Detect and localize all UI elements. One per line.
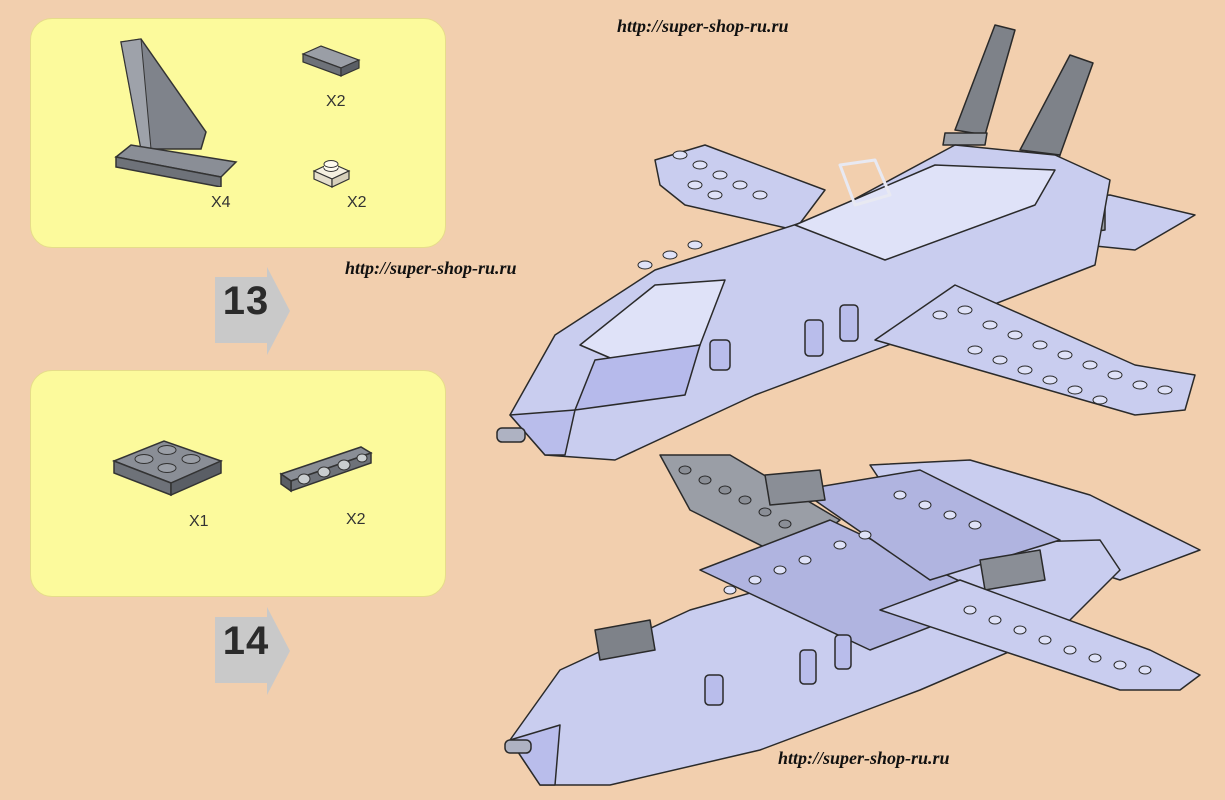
watermark-url: http://super-shop-ru.ru [778,748,950,768]
tail-fin-brick-icon [111,37,241,192]
jet-model-underside-illustration [504,454,1201,786]
parts-panel-bottom: X1 X2 [30,370,446,597]
jet-model-top-view [495,15,1205,480]
step-14-marker: 14 [205,605,295,700]
jet-model-underside-view [500,450,1210,800]
part-quantity: X2 [347,194,367,211]
part-quantity: X1 [189,513,209,530]
plate-2x2-icon [109,433,229,508]
parts-panel-top: X4 X2 X2 [30,18,446,248]
step-number: 14 [222,619,270,663]
step-number: 13 [222,279,270,323]
watermark-url: http://super-shop-ru.ru [617,16,789,36]
tile-1x2-icon [301,44,361,84]
jet-model-top-illustration [496,24,1196,461]
bracket-plate-icon [276,439,376,504]
watermark-url: http://super-shop-ru.ru [345,258,517,278]
plate-1x1-round-icon [311,157,353,196]
step-13-marker: 13 [205,265,295,360]
part-quantity: X4 [211,194,231,211]
part-quantity: X2 [346,511,366,528]
part-quantity: X2 [326,93,346,110]
